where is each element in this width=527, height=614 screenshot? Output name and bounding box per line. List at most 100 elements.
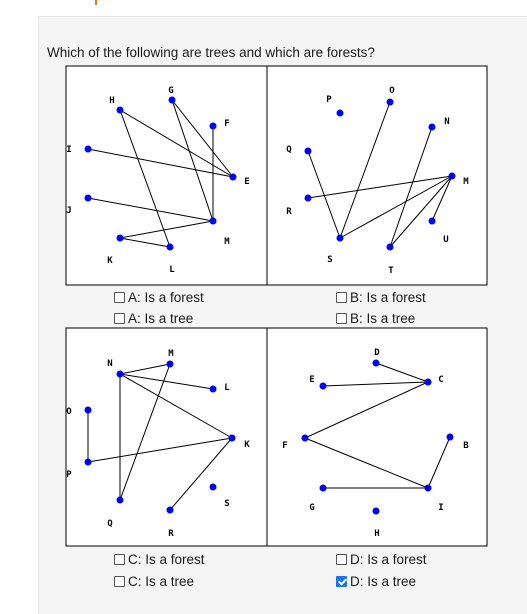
graph-d-vertex-b <box>446 433 454 441</box>
graph-b-label-r: R <box>286 207 292 217</box>
checkbox-a-tree[interactable] <box>114 312 125 324</box>
graph-d-vertex-i <box>424 484 432 492</box>
graph-d-label-c: C <box>438 375 443 385</box>
graph-d-vertex-f <box>301 434 309 442</box>
option-label: D: Is a tree <box>350 573 417 589</box>
option-b-tree[interactable]: B: Is a tree <box>336 310 415 326</box>
option-label: C: Is a tree <box>128 573 195 589</box>
option-c-tree[interactable]: C: Is a tree <box>114 573 194 589</box>
orange-accent-mark <box>95 0 97 5</box>
graph-a-edge-g-m <box>171 99 214 222</box>
graph-c-label-o: O <box>66 407 72 417</box>
graph-c-vertex-p <box>84 458 92 466</box>
graph-a-label-i: I <box>66 145 71 155</box>
graph-a-vertex-i <box>84 145 92 153</box>
graph-a-label-m: M <box>224 237 230 247</box>
graph-b-edge-t-m <box>389 175 453 248</box>
graph-b-vertex-t <box>386 243 394 251</box>
graph-b-edge-n-t <box>389 126 433 248</box>
option-a-forest[interactable]: A: Is a forest <box>114 289 204 305</box>
graph-c-label-r: R <box>168 529 174 539</box>
graph-c-vertex-o <box>84 406 92 414</box>
graph-d-vertex-c <box>424 378 432 386</box>
checkbox-c-forest[interactable] <box>114 553 125 565</box>
option-label: D: Is a forest <box>350 551 427 567</box>
graph-c-vertex-q <box>116 496 124 504</box>
graph-d-vertex-e <box>319 382 327 390</box>
graph-a-edge-k-l <box>119 237 171 248</box>
graph-c-edge-n-l <box>119 373 214 390</box>
option-d-forest[interactable]: D: Is a forest <box>336 551 427 567</box>
graph-b-edge-r-m <box>307 175 453 199</box>
graph-c-edge-n-m <box>119 363 171 375</box>
graph-c-vertex-r <box>166 506 174 514</box>
graph-d-edge-d-c <box>375 362 429 383</box>
question-text: Which of the following are trees and whi… <box>47 45 375 60</box>
graph-a-vertex-k <box>116 234 124 242</box>
graph-b-edge-s-m <box>339 175 453 239</box>
graph-d-label-d: D <box>374 348 380 358</box>
graph-c-label-l: L <box>224 383 230 393</box>
option-label: B: Is a tree <box>350 310 416 326</box>
graph-d-label-e: E <box>309 375 314 385</box>
graph-a-label-e: E <box>244 177 249 187</box>
checkbox-d-tree[interactable] <box>336 575 347 587</box>
option-c-forest[interactable]: C: Is a forest <box>114 551 205 567</box>
graph-c-label-s: S <box>224 499 229 509</box>
graph-d-edge-i-b <box>427 436 451 489</box>
graph-a-vertex-f <box>209 122 217 130</box>
graph-d-vertex-d <box>372 359 380 367</box>
graph-b-label-s: S <box>327 255 332 265</box>
graph-b-vertex-u <box>428 217 436 225</box>
graph-b-label-m: M <box>463 177 469 187</box>
checkbox-b-forest[interactable] <box>336 291 347 303</box>
option-a-tree[interactable]: A: Is a tree <box>114 310 193 326</box>
checkbox-a-forest[interactable] <box>114 291 125 303</box>
graph-c-label-k: K <box>244 440 250 450</box>
graph-a-vertex-e <box>229 173 237 181</box>
graph-b-label-o: O <box>389 86 395 96</box>
graph-b-label-t: T <box>388 266 394 276</box>
option-d-tree[interactable]: D: Is a tree <box>336 573 416 589</box>
graph-b-vertex-n <box>428 123 436 131</box>
option-label: B: Is a forest <box>350 289 426 305</box>
graph-a-edge-i-e <box>87 148 234 178</box>
graph-c-label-n: N <box>107 359 112 369</box>
checkbox-d-forest[interactable] <box>336 553 347 565</box>
graph-c-label-p: P <box>66 470 72 480</box>
graph-d-label-h: H <box>374 529 379 539</box>
option-label: C: Is a forest <box>128 551 205 567</box>
graph-b-vertex-o <box>386 98 394 106</box>
graph-c-vertex-m <box>166 360 174 368</box>
graph-a-edge-h-e <box>119 109 234 178</box>
graph-a-label-l: L <box>169 265 175 275</box>
graph-a-edge-j-m <box>87 197 214 222</box>
graph-d-label-i: I <box>438 503 443 513</box>
graph-c-vertex-k <box>228 434 236 442</box>
graph-a-label-h: H <box>109 96 114 106</box>
graph-a-vertex-j <box>84 194 92 202</box>
checkbox-c-tree[interactable] <box>114 575 125 587</box>
graph-c-edge-m-q <box>119 363 171 501</box>
graph-a-edge-k-m <box>119 220 214 239</box>
graph-c-label-q: Q <box>107 519 113 529</box>
graph-a-label-j: J <box>66 206 71 216</box>
graph-b-vertex-q <box>304 147 312 155</box>
option-b-forest[interactable]: B: Is a forest <box>336 289 426 305</box>
graph-c-edge-k-r <box>169 437 233 511</box>
graph-c-edge-n-k <box>119 373 233 439</box>
option-label: A: Is a tree <box>128 310 194 326</box>
checkbox-b-tree[interactable] <box>336 312 347 324</box>
graph-b-vertex-m <box>448 172 456 180</box>
option-label: A: Is a forest <box>128 289 204 305</box>
graph-a-vertex-m <box>209 217 217 225</box>
graph-a-vertex-l <box>166 243 174 251</box>
graph-a-label-g: G <box>168 86 173 96</box>
graph-d-label-b: B <box>463 441 469 451</box>
graph-c-vertex-s <box>209 483 217 491</box>
graph-d-vertex-h <box>372 507 380 515</box>
